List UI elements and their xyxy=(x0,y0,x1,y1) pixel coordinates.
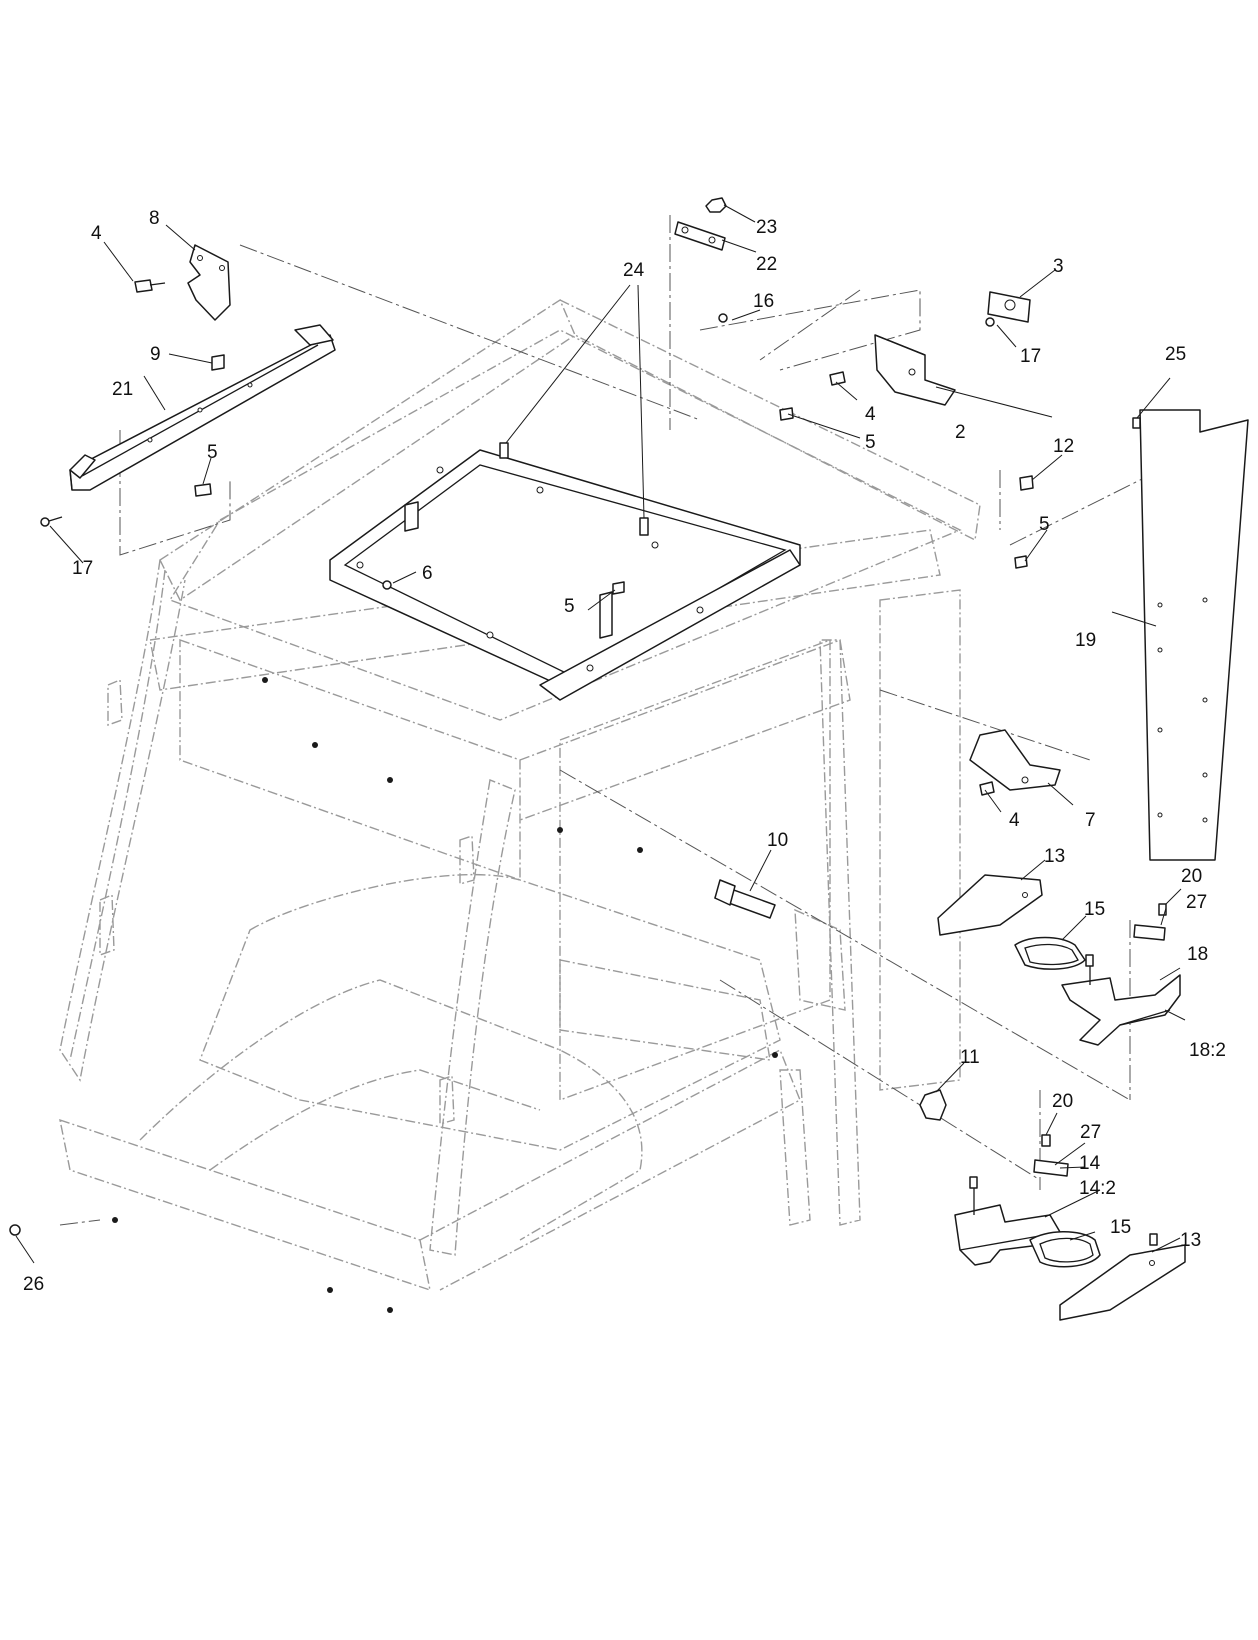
callout-5: 5 xyxy=(865,432,876,453)
callout-13: 13 xyxy=(1044,846,1065,867)
callout-6: 6 xyxy=(422,563,433,584)
part-screw-13b xyxy=(1149,1233,1158,1246)
callout-26: 26 xyxy=(23,1274,44,1295)
part-26-plug xyxy=(9,1224,21,1236)
part-23-nut xyxy=(705,197,727,213)
callout-20: 20 xyxy=(1181,866,1202,887)
callout-15: 15 xyxy=(1110,1217,1131,1238)
part-5-bolt-b xyxy=(612,581,625,595)
callout-12: 12 xyxy=(1053,436,1074,457)
part-12-nut xyxy=(1019,475,1034,491)
callout-21: 21 xyxy=(112,379,133,400)
callout-5: 5 xyxy=(564,596,575,617)
callout-14: 14 xyxy=(1079,1153,1101,1174)
callout-labels: 2 3 4 4 4 5 5 5 5 6 7 8 9 10 11 12 13 13… xyxy=(23,208,1226,1295)
callout-18: 18 xyxy=(1187,944,1208,965)
roof-hatch-frame xyxy=(329,449,801,701)
part-24-stud-b xyxy=(639,517,649,536)
part-27-washer-a xyxy=(1133,924,1166,941)
part-11-bushing xyxy=(919,1089,947,1121)
part-4-bolt-a xyxy=(134,279,166,293)
callout-20: 20 xyxy=(1052,1091,1073,1112)
callout-25: 25 xyxy=(1165,344,1186,365)
callout-4: 4 xyxy=(1009,810,1020,831)
callout-8: 8 xyxy=(149,208,160,229)
part-20-screw-a xyxy=(1158,903,1167,916)
part-5-bolt-d xyxy=(1014,555,1028,569)
callout-24: 24 xyxy=(623,260,645,281)
callout-17: 17 xyxy=(72,558,93,579)
callout-9: 9 xyxy=(150,344,161,365)
callout-16: 16 xyxy=(753,291,774,312)
callout-17: 17 xyxy=(1020,346,1041,367)
part-19-panel xyxy=(1139,409,1249,861)
part-7-bracket xyxy=(969,729,1061,791)
part-2-bracket xyxy=(874,334,956,406)
part-16-nut xyxy=(718,313,728,323)
part-17-bolt-a xyxy=(40,516,63,527)
part-15-grommet-b xyxy=(1029,1231,1101,1268)
part-27-washer-b xyxy=(1033,1159,1069,1177)
part-17-bolt-b xyxy=(985,317,995,327)
callout-5: 5 xyxy=(1039,514,1050,535)
callout-23: 23 xyxy=(756,217,777,238)
part-5-bolt-a xyxy=(194,483,212,497)
callout-19: 19 xyxy=(1075,630,1096,651)
part-5-bolt-c xyxy=(779,407,794,421)
part-4-bolt-c xyxy=(979,781,995,796)
part-8-bracket xyxy=(187,244,231,321)
part-21-channel xyxy=(69,324,336,491)
callout-2: 2 xyxy=(955,422,966,443)
callout-5: 5 xyxy=(207,442,218,463)
part-13-plate-a xyxy=(937,874,1043,936)
callout-3: 3 xyxy=(1053,256,1064,277)
assembly-lines xyxy=(59,215,1161,1226)
callout-27: 27 xyxy=(1080,1122,1101,1143)
callout-27: 27 xyxy=(1186,892,1207,913)
part-screw-14 xyxy=(969,1176,978,1215)
part-6-fastener xyxy=(382,580,392,590)
callout-10: 10 xyxy=(767,830,788,851)
callout-13: 13 xyxy=(1180,1230,1201,1251)
callout-14-2: 14:2 xyxy=(1079,1178,1116,1199)
part-20-screw-b xyxy=(1041,1134,1051,1147)
part-25-screw xyxy=(1132,417,1141,429)
part-24-stud-a xyxy=(499,442,509,459)
callout-18-2: 18:2 xyxy=(1189,1040,1226,1061)
leader-lines xyxy=(15,204,1186,1264)
callout-7: 7 xyxy=(1085,810,1096,831)
part-screw-18 xyxy=(1085,954,1094,985)
callout-15: 15 xyxy=(1084,899,1105,920)
part-18-bracket xyxy=(1061,974,1181,1046)
callout-11: 11 xyxy=(960,1047,980,1068)
cab-frame xyxy=(59,298,981,1313)
part-3-block xyxy=(987,291,1031,323)
part-4-bolt-b xyxy=(829,371,846,386)
callout-4: 4 xyxy=(91,223,102,244)
part-10-pin xyxy=(714,879,776,919)
part-9-clip xyxy=(211,354,225,371)
callout-4: 4 xyxy=(865,404,876,425)
part-22-plate xyxy=(674,221,726,251)
part-13-plate-b xyxy=(1059,1244,1186,1321)
part-15-grommet-a xyxy=(1014,936,1086,970)
callout-22: 22 xyxy=(756,254,777,275)
